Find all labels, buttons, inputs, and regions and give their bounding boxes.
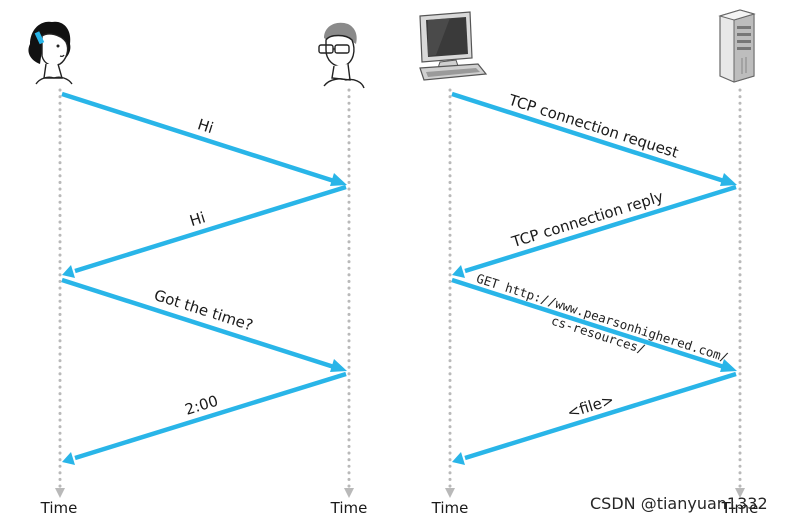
message-arrow-hi-1 [61,91,335,184]
woman-actor [28,21,73,85]
message-arrow-got-the-time [61,277,335,370]
message-label: Hi [187,208,207,230]
message-arrow-get-request [451,277,725,370]
message-arrow-2-00 [74,371,347,461]
arrowhead [330,173,347,186]
time-label: Time [431,499,469,517]
server-actor [718,9,756,83]
message-label-line1: GET http://www.pearsonhighered.com/ [475,271,730,365]
man-actor [318,22,365,89]
message-arrow-file [464,371,737,461]
arrowhead [62,265,75,278]
time-label: Time [721,499,759,517]
message-label: TCP connection request [506,90,681,161]
arrowhead [62,452,75,465]
arrowhead [452,452,465,465]
message-arrow-tcp-request [451,91,725,184]
message-label: TCP connection reply [509,187,666,251]
computer-actor [419,11,488,81]
message-arrow-hi-2 [74,184,347,274]
timeline-arrowhead [344,488,354,498]
arrowhead [452,265,465,278]
timeline-arrowhead [735,488,745,498]
timeline-arrowhead [445,488,455,498]
message-label: Hi [195,115,215,137]
arrowhead [330,359,347,372]
time-label: Time [330,499,368,517]
watermark: CSDN @tianyuan1332 [590,494,768,513]
time-label: Time [40,499,78,517]
timeline-arrowhead [55,488,65,498]
arrowhead [720,173,737,186]
message-arrow-tcp-reply [464,184,737,274]
arrowhead [720,359,737,372]
